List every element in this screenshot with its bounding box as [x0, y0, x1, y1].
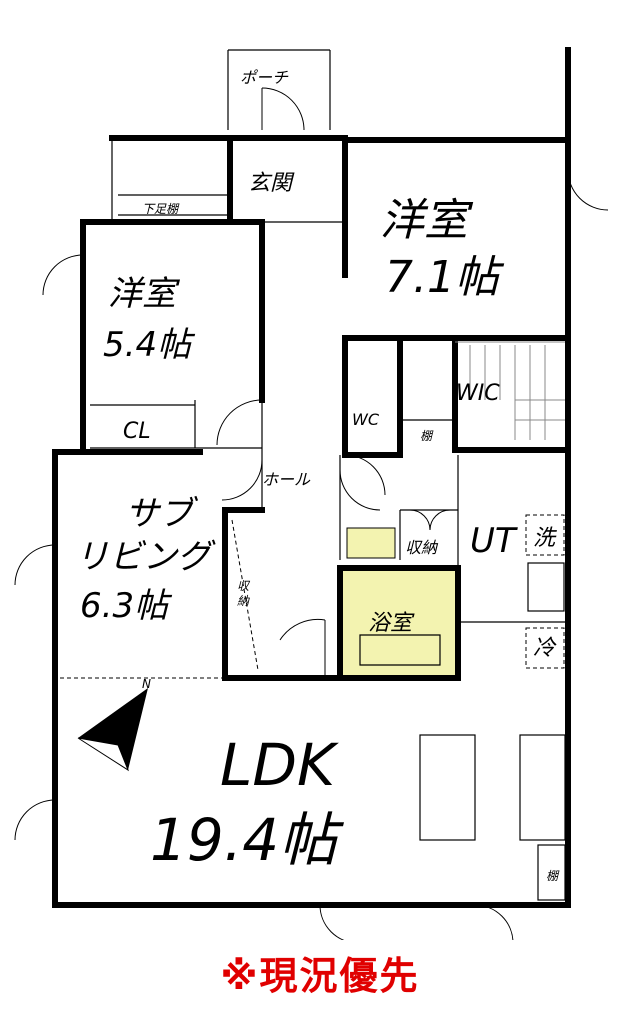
washer-label: 洗 — [533, 526, 557, 551]
closet-label: CL — [123, 419, 151, 444]
doors — [14, 87, 609, 940]
fridge-label: 冷 — [533, 636, 557, 661]
utility-label: UT — [470, 521, 518, 561]
current-condition-note: ※現況優先 — [220, 954, 420, 998]
north-arrow-icon — [77, 688, 148, 772]
storage-2-label: 収納 — [405, 538, 439, 557]
entrance-label: 玄関 — [248, 171, 295, 196]
sub-living-size: 6.3帖 — [80, 586, 173, 626]
vanity — [346, 527, 396, 559]
sub-living-label-1: サブ — [125, 494, 199, 534]
storage-1-label-a: 収 — [237, 579, 251, 593]
north-label: N — [142, 677, 151, 691]
bath-label: 浴室 — [368, 611, 415, 636]
ldk-name: LDK — [220, 731, 339, 799]
storage-1-label-b: 納 — [237, 594, 250, 608]
partitions — [60, 49, 568, 901]
shoe-shelf-label: 下足棚 — [142, 202, 180, 216]
ldk-size: 19.4帖 — [150, 806, 344, 874]
western-room-2-size: 5.4帖 — [103, 325, 196, 365]
shelf-label-2: 棚 — [546, 869, 560, 883]
wic-label: WIC — [456, 381, 500, 406]
shelf-label-1: 棚 — [420, 429, 434, 443]
western-room-2-name: 洋室 — [108, 274, 181, 314]
western-room-1-size: 7.1帖 — [385, 252, 505, 303]
porch-label: ポーチ — [240, 68, 289, 87]
sub-living-label-2: リビング — [75, 537, 216, 577]
bath-area — [343, 571, 455, 675]
toilet-label: WC — [352, 410, 380, 429]
hall-label: ホール — [262, 470, 311, 489]
western-room-1-name: 洋室 — [380, 195, 474, 246]
walls — [52, 47, 571, 908]
floor-plan: ポーチ 玄関 下足棚 洋室 7.1帖 洋室 5.4帖 CL WC WIC 棚 ホ… — [14, 47, 609, 940]
